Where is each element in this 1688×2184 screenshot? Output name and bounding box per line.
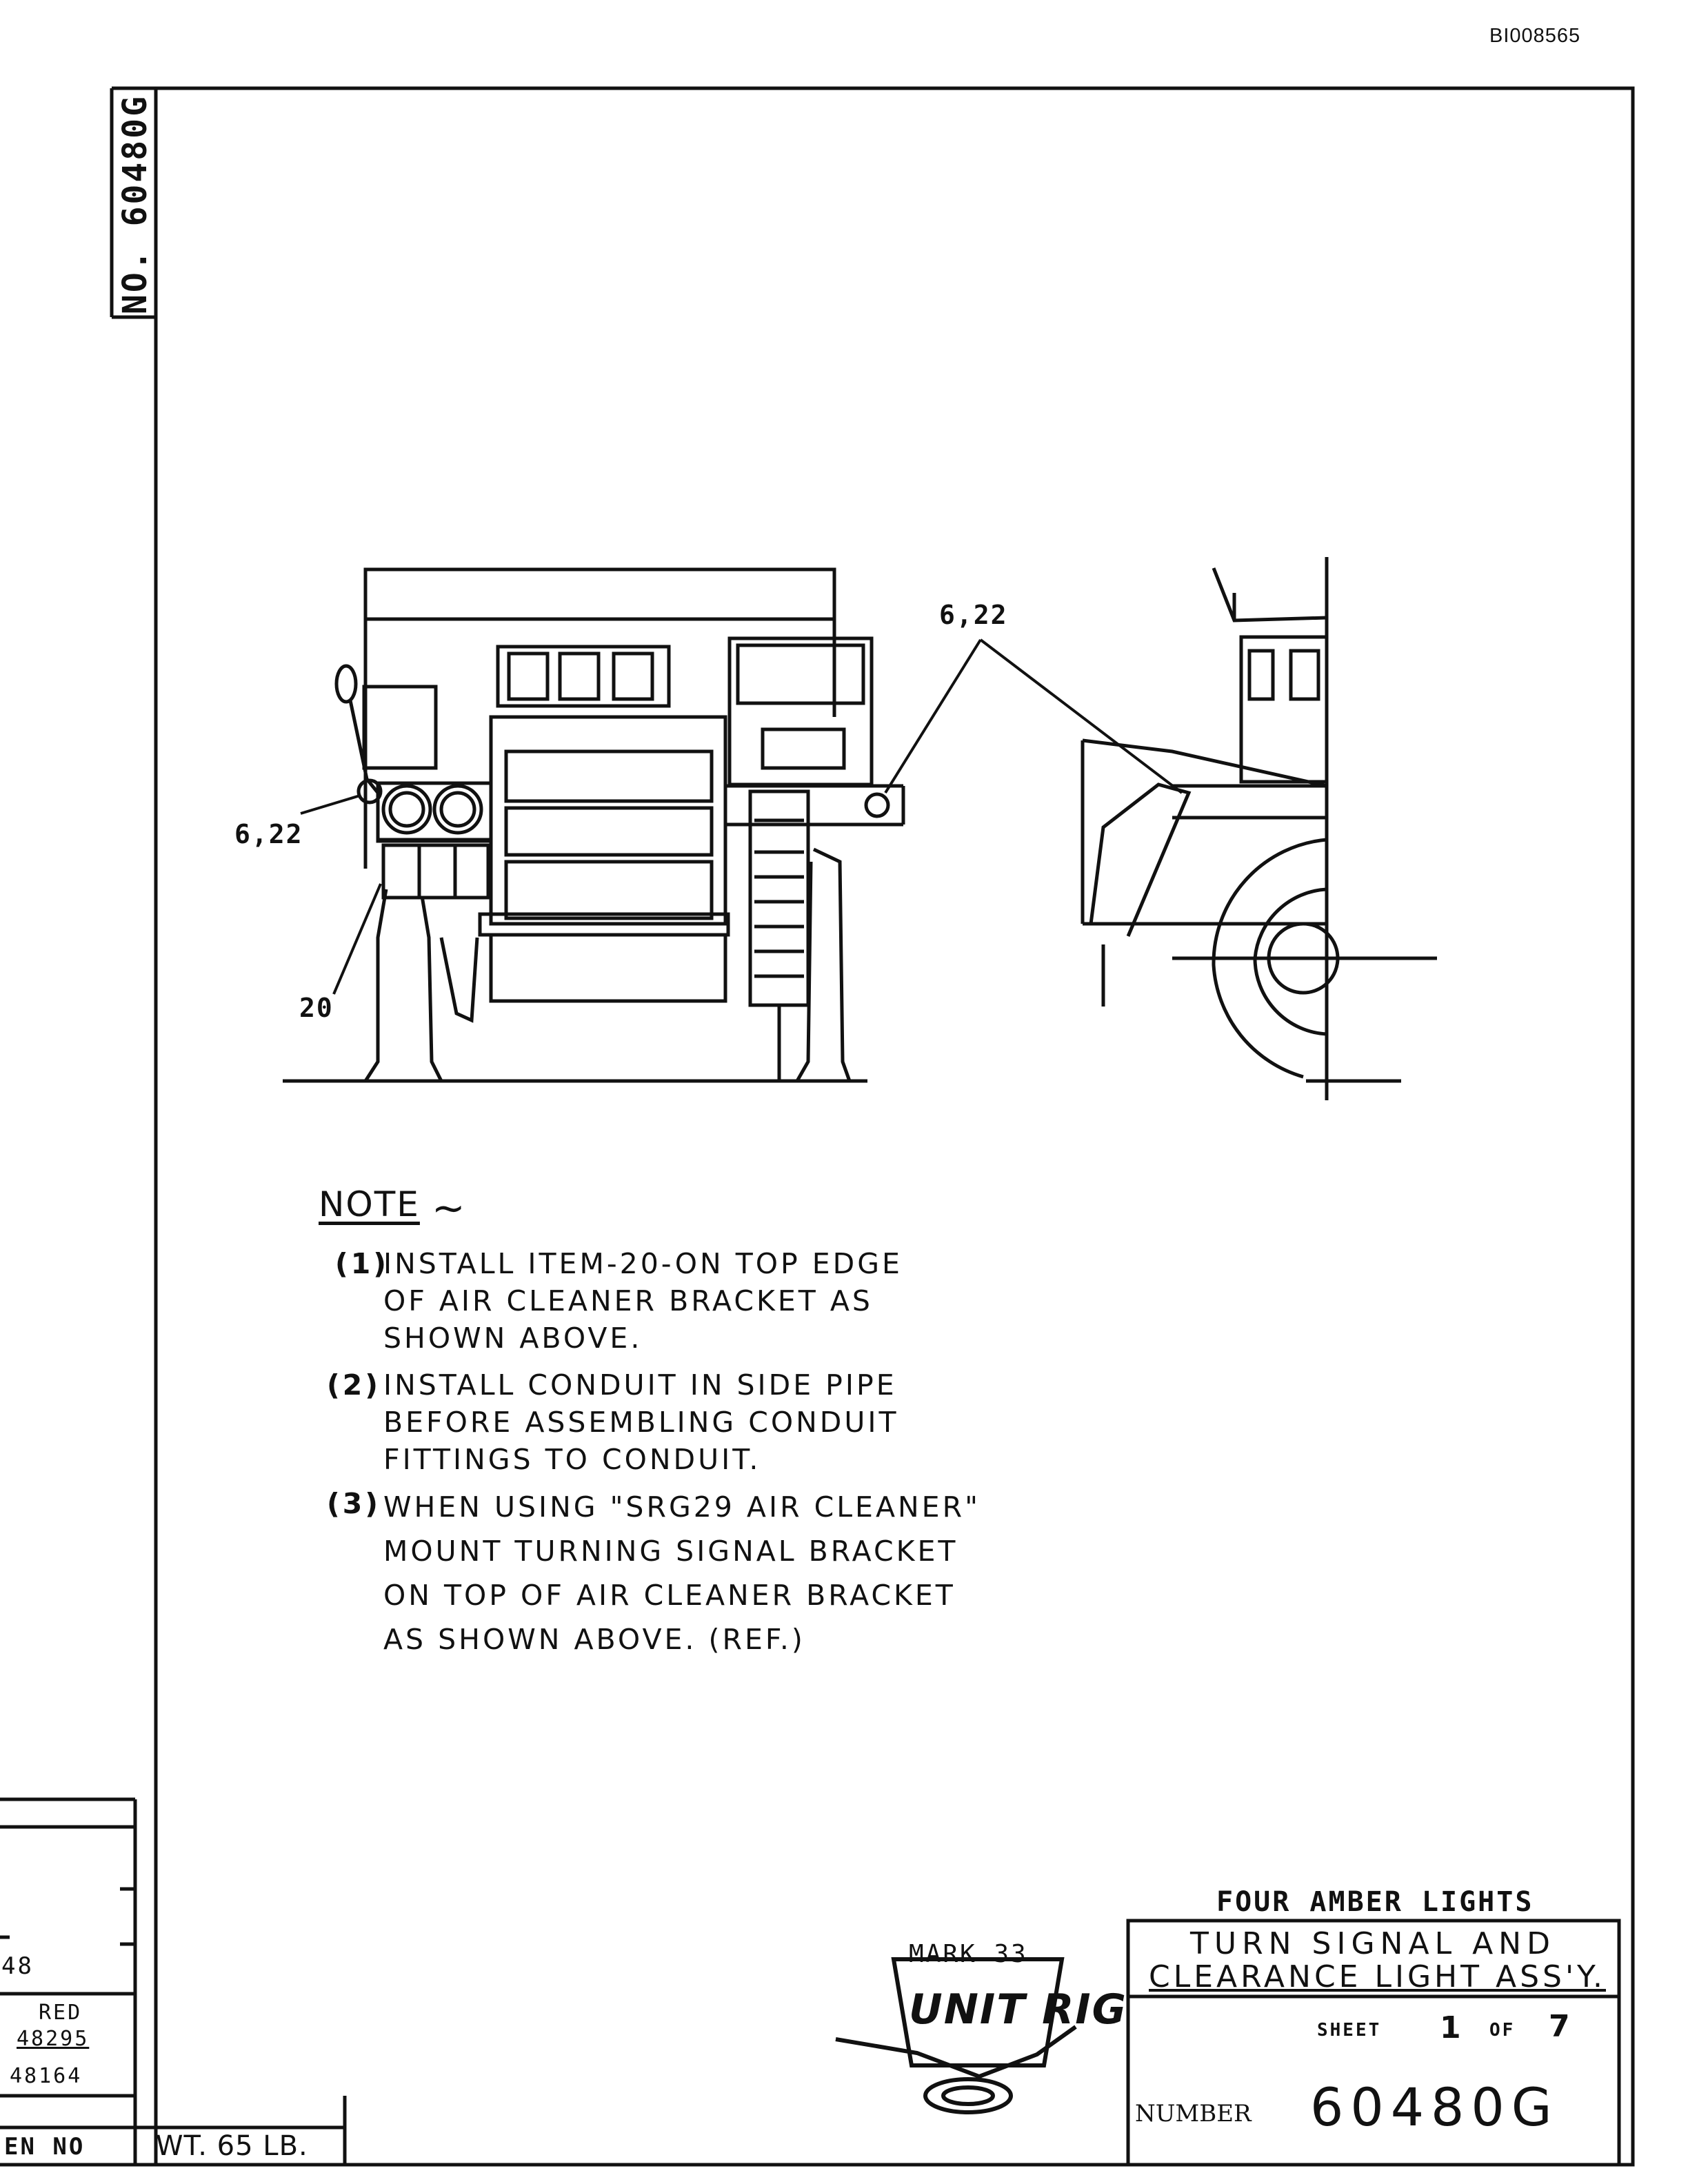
note-number: (3)	[327, 1487, 381, 1520]
note-line: INSTALL CONDUIT IN SIDE PIPE	[383, 1368, 897, 1402]
drawing-border	[154, 86, 1635, 2167]
title-line-1: TURN SIGNAL AND	[1190, 1926, 1556, 1961]
title-block-lines	[1126, 1919, 1621, 2167]
sheet-number: 1	[1440, 2010, 1461, 2045]
sheet-label: SHEET	[1317, 2020, 1382, 2041]
title-line-2: CLEARANCE LIGHT ASS'Y.	[1149, 1959, 1606, 1994]
note-item-1-text: INSTALL ITEM-20-ON TOP EDGE OF AIR CLEAN…	[383, 1245, 903, 1357]
logo-mark-text: MARK 33	[909, 1940, 1028, 1968]
callout-6-22-top: 6,22	[939, 600, 1008, 630]
note-title: NOTE	[319, 1184, 420, 1224]
truck-side-view	[1081, 557, 1437, 1100]
note-item-2-text: INSTALL CONDUIT IN SIDE PIPE BEFORE ASSE…	[383, 1366, 899, 1478]
document-id: BI008565	[1489, 25, 1581, 47]
sheet-total: 7	[1549, 2009, 1570, 2044]
note-item-3: (3)	[327, 1485, 381, 1522]
note-tilde-glyph: ∼	[432, 1184, 465, 1231]
note-item-2: (2)	[327, 1366, 381, 1404]
logo-brand-text: UNIT RIG	[909, 1985, 1127, 2034]
note-line: MOUNT TURNING SIGNAL BRACKET	[383, 1535, 958, 1568]
revision-entry-48164: 48164	[10, 2064, 83, 2088]
callout-6-22-left: 6,22	[234, 819, 303, 849]
unit-rig-logo	[835, 1957, 1077, 2114]
note-line: OF AIR CLEANER BRACKET AS	[383, 1284, 873, 1317]
note-line: WHEN USING "SRG29 AIR CLEANER"	[383, 1490, 981, 1524]
note-line: ON TOP OF AIR CLEANER BRACKET	[383, 1579, 956, 1612]
truck-front-view	[283, 567, 905, 1083]
vertical-drawing-number: NO. 60480G	[116, 94, 154, 314]
engineering-number-label: EN NO	[4, 2133, 86, 2161]
note-line: INSTALL ITEM-20-ON TOP EDGE	[383, 1247, 903, 1280]
clearance-light-right	[864, 792, 890, 818]
clearance-light-left	[356, 778, 383, 805]
note-number: (2)	[327, 1368, 381, 1402]
number-label: NUMBER	[1135, 2100, 1252, 2127]
leader-lines	[300, 638, 1183, 995]
note-line: BEFORE ASSEMBLING CONDUIT	[383, 1406, 899, 1439]
turn-signal-lamp	[334, 664, 358, 704]
note-line: SHOWN ABOVE.	[383, 1322, 643, 1355]
revision-entry-48: 48	[1, 1952, 34, 1980]
revision-entry-48295: 48295	[17, 2027, 90, 2051]
note-item-1: (1)	[335, 1245, 389, 1282]
revision-entry-red: RED	[39, 2001, 83, 2025]
revision-block-lines	[0, 1797, 347, 2167]
callout-20: 20	[299, 993, 334, 1023]
note-line: FITTINGS TO CONDUIT.	[383, 1443, 761, 1476]
drawing-number: 60480G	[1310, 2076, 1559, 2138]
weight-label: WT. 65 LB.	[156, 2130, 308, 2162]
note-number: (1)	[335, 1247, 390, 1280]
of-label: OF	[1489, 2020, 1516, 2041]
note-line: AS SHOWN ABOVE. (REF.)	[383, 1623, 805, 1656]
note-item-3-text: WHEN USING "SRG29 AIR CLEANER" MOUNT TUR…	[383, 1485, 981, 1661]
title-subtitle: FOUR AMBER LIGHTS	[1216, 1886, 1534, 1918]
